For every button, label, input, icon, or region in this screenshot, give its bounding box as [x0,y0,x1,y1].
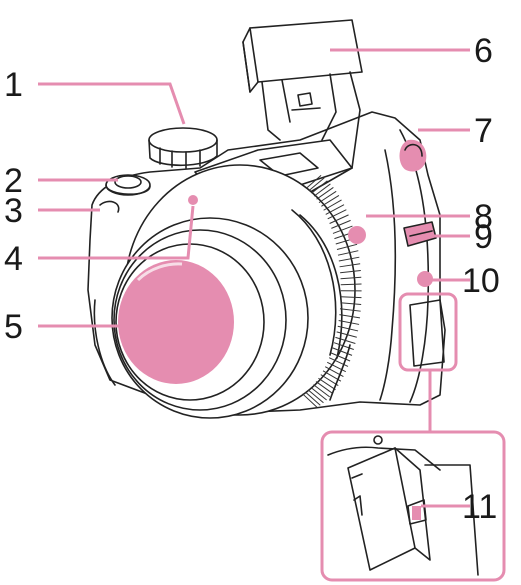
lens-rib [318,377,336,391]
lens-rib [330,352,351,362]
flash-head [249,19,363,83]
lens-rib [340,276,362,280]
lens-rib [318,190,337,204]
lens-rib [338,320,360,325]
lens-rib [310,387,327,401]
lens-rib [316,187,334,200]
lens-rib [302,393,318,408]
lens-rib [339,263,361,268]
inset-terminal-detail [327,435,479,576]
lens-rib [337,250,359,256]
af-lamp [188,195,198,205]
lens-rib [338,256,360,262]
callout-8: 8 [474,198,493,236]
lens-glass [118,260,234,384]
usb-terminal [412,506,421,520]
callout-5: 5 [4,308,23,346]
leader-4 [38,205,195,260]
lens-rib [335,336,356,344]
lens-rib [305,391,321,406]
lens-rib [307,389,324,404]
callout-4: 4 [4,240,23,278]
terminal-cover-outline [398,292,458,372]
lens-rib [332,225,353,234]
lens-rib [327,209,347,220]
front-sensor [348,226,366,244]
callout-2: 2 [4,162,23,200]
lens-rib [321,195,340,207]
callout-1: 1 [4,66,23,104]
lens-rib [325,204,345,215]
lens-rib [337,325,359,332]
lens-rib [339,314,361,319]
lens-rib [329,214,349,224]
lens-rib [336,243,358,251]
lens-rib [333,342,354,350]
callout-6: 6 [474,32,493,70]
lens-rib [340,269,361,274]
callout-3: 3 [4,192,23,230]
lens-rib [313,384,330,398]
lens-rib [340,283,362,286]
lens-rib [328,357,349,367]
camera-illustration [87,19,506,582]
lens-rib [305,174,322,189]
lens-rib [308,177,325,192]
lens-ring-ribs [291,209,343,359]
inset-frame [320,430,506,582]
lens-rib [315,381,333,394]
lens-rib [331,219,351,229]
callout-9: 9 [474,218,493,256]
side-port-dot [417,271,433,287]
lens-rib [313,183,331,197]
callout-7: 7 [474,112,493,150]
leader-1 [38,82,186,125]
lens-rib [339,308,361,312]
callout-10: 10 [462,262,500,300]
lens-rib [323,199,342,211]
lens-rib [332,347,353,356]
lens-rib [327,361,347,373]
callout-labels: 1 2 3 4 5 6 7 8 9 10 11 [4,32,500,526]
lens-rib [340,302,362,305]
callout-11: 11 [462,488,497,526]
leader-lines [38,48,470,508]
lens-rib [336,331,357,338]
lens-rib [340,296,362,299]
lens-rib [311,180,328,194]
